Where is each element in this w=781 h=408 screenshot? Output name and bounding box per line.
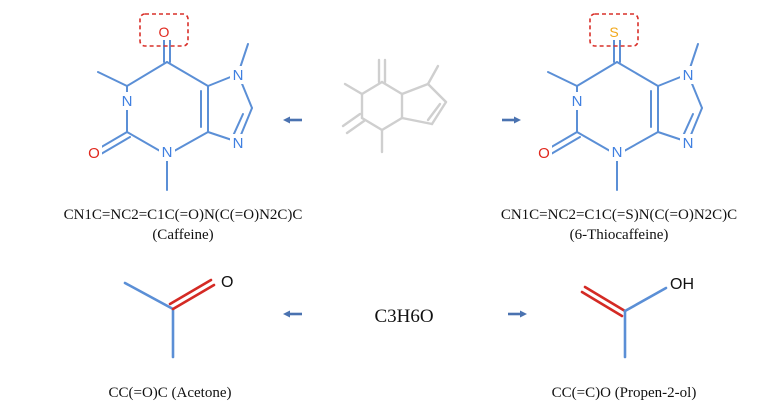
caffeine-structure [97, 37, 253, 191]
caffeine-nitrogen-7: N [233, 67, 244, 84]
acetone-structure: O [123, 274, 233, 359]
thiocaffeine-name: (6-Thiocaffeine) [570, 227, 669, 243]
caffeine-name: (Caffeine) [152, 227, 213, 243]
propenol-hydroxyl: OH [670, 276, 694, 293]
propenol-structure: OH [580, 276, 694, 359]
thiocaffeine-oxygen-2: O [538, 145, 550, 162]
thiocaffeine-sulfur-6: S [609, 24, 618, 40]
thiocaffeine-nitrogen-3: N [612, 144, 623, 161]
thiocaffeine-nitrogen-9: N [683, 135, 694, 152]
caffeine-nitrogen-1: N [122, 93, 133, 110]
thiocaffeine-sulfur-highlight-box [589, 13, 639, 47]
caffeine-nitrogen-3: N [162, 144, 173, 161]
acetone-label: CC(=O)C (Acetone) [108, 385, 231, 401]
arrow-left-top [283, 116, 302, 124]
caffeine-nitrogen-9: N [233, 135, 244, 152]
caffeine-atom-labels: O N N N N O [86, 13, 246, 162]
core-scaffold-structure [341, 58, 448, 154]
thiocaffeine-structure [547, 37, 703, 191]
molecular-formula: C3H6O [374, 306, 433, 327]
arrow-left-bottom [283, 310, 302, 318]
caffeine-oxygen-6: O [159, 24, 170, 40]
caffeine-oxygen-highlight-box [139, 13, 189, 47]
thiocaffeine-nitrogen-1: N [572, 93, 583, 110]
thiocaffeine-atom-labels: S N N N N O [536, 13, 696, 162]
arrow-right-bottom [508, 310, 527, 318]
thiocaffeine-smiles: CN1C=NC2=C1C(=S)N(C(=O)N2C)C [501, 207, 737, 223]
propenol-label: CC(=C)O (Propen-2-ol) [552, 385, 697, 401]
caffeine-oxygen-2: O [88, 145, 100, 162]
acetone-oxygen: O [221, 274, 233, 291]
arrow-right-top [502, 116, 521, 124]
thiocaffeine-nitrogen-7: N [683, 67, 694, 84]
caffeine-smiles: CN1C=NC2=C1C(=O)N(C(=O)N2C)C [64, 207, 303, 223]
